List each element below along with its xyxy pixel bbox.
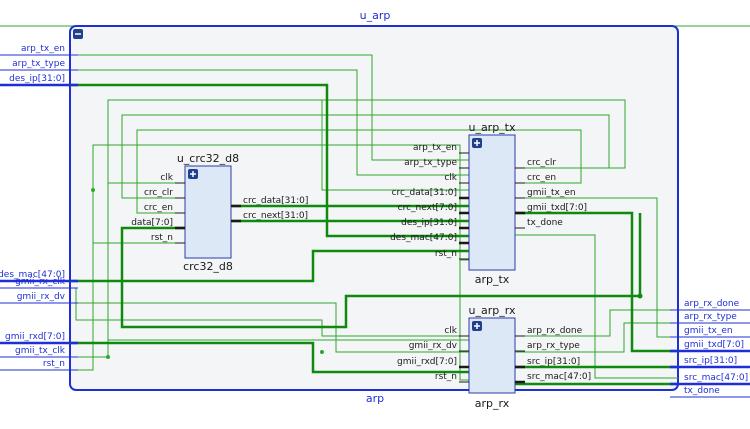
right-port-label: src_ip[31:0] <box>684 356 737 366</box>
net-junction <box>106 355 110 359</box>
left-port-label: gmii_rx_clk <box>15 277 66 287</box>
tx-pin-label: crc_next[7:0] <box>398 203 457 213</box>
bus-junction <box>637 293 643 299</box>
tx-pin-label: des_ip[31:0] <box>401 218 457 228</box>
crc-pin-label: clk <box>160 173 173 183</box>
net-junction <box>91 188 95 192</box>
tx-pin-label: arp_tx_type <box>404 158 457 168</box>
tx-pin-label: gmii_txd[7:0] <box>527 203 587 213</box>
right-port-label: gmii_txd[7:0] <box>684 340 744 350</box>
left-port-label: rst_n <box>43 359 65 369</box>
arp-tx-block[interactable] <box>468 134 516 271</box>
crc-pin-label: rst_n <box>151 233 173 243</box>
right-port-label: src_mac[47:0] <box>684 373 748 383</box>
right-port-label: gmii_tx_en <box>684 326 733 336</box>
rx-instance-name: u_arp_rx <box>469 304 516 317</box>
tx-pin-label: rst_n <box>435 249 457 259</box>
tx-pin-label: gmii_tx_en <box>527 188 576 198</box>
collapse-icon[interactable] <box>73 29 83 39</box>
rx-pin-label: src_ip[31:0] <box>527 357 580 367</box>
rx-pin-label: rst_n <box>435 372 457 382</box>
expand-icon[interactable] <box>472 321 482 331</box>
tx-pin-label: tx_done <box>527 218 563 228</box>
tx-pin-label: crc_clr <box>527 158 556 168</box>
tx-pin-label: clk <box>444 173 457 183</box>
expand-icon[interactable] <box>472 138 482 148</box>
top-module-name: arp <box>366 392 384 405</box>
rx-pin-label: clk <box>444 326 457 336</box>
arp-hierarchy-box[interactable] <box>69 25 679 391</box>
left-port-label: gmii_rx_dv <box>17 292 66 302</box>
left-port-label: des_mac[47:0] <box>0 270 65 280</box>
net-junction <box>320 350 324 354</box>
crc-pin-label: crc_clr <box>144 188 173 198</box>
pins-layer: clk crc_clr crc_en data[7:0] rst_n crc_data[3… <box>0 44 750 398</box>
rx-pin-label: arp_rx_type <box>527 341 580 351</box>
crc-pin-label: data[7:0] <box>131 218 173 228</box>
right-port-label: tx_done <box>684 386 720 396</box>
tx-pin-label: crc_data[31:0] <box>392 188 457 198</box>
right-port-label: arp_rx_type <box>684 312 737 322</box>
tx-pin-label: arp_tx_en <box>413 143 457 153</box>
rx-pin-label: gmii_rx_dv <box>409 341 458 351</box>
expand-icon[interactable] <box>188 169 198 179</box>
left-port-label: gmii_rxd[7:0] <box>5 332 65 342</box>
rx-pin-label: arp_rx_done <box>527 326 583 336</box>
crc-pin-label: crc_en <box>144 203 173 213</box>
top-instance-name: u_arp <box>360 9 391 22</box>
tx-instance-name: u_arp_tx <box>468 121 516 134</box>
rx-pin-label: src_mac[47:0] <box>527 372 591 382</box>
crc-pin-label: crc_data[31:0] <box>243 196 308 206</box>
crc32-block[interactable] <box>184 165 232 259</box>
crc-pin-label: crc_next[31:0] <box>243 211 308 221</box>
rx-pin-label: gmii_rxd[7:0] <box>397 357 457 367</box>
left-port-label: des_ip[31:0] <box>9 74 65 84</box>
rx-module-name: arp_rx <box>475 397 510 410</box>
left-port-label: arp_tx_en <box>21 44 65 54</box>
wires <box>70 54 678 381</box>
crc-module-name: crc32_d8 <box>183 260 233 273</box>
tx-pin-label: des_mac[47:0] <box>390 233 457 243</box>
right-port-label: arp_rx_done <box>684 299 740 309</box>
tx-pin-label: crc_en <box>527 173 556 183</box>
left-port-label: arp_tx_type <box>12 59 65 69</box>
crc-instance-name: u_crc32_d8 <box>177 152 239 165</box>
left-port-label: gmii_tx_clk <box>15 346 66 356</box>
tx-module-name: arp_tx <box>475 273 510 286</box>
